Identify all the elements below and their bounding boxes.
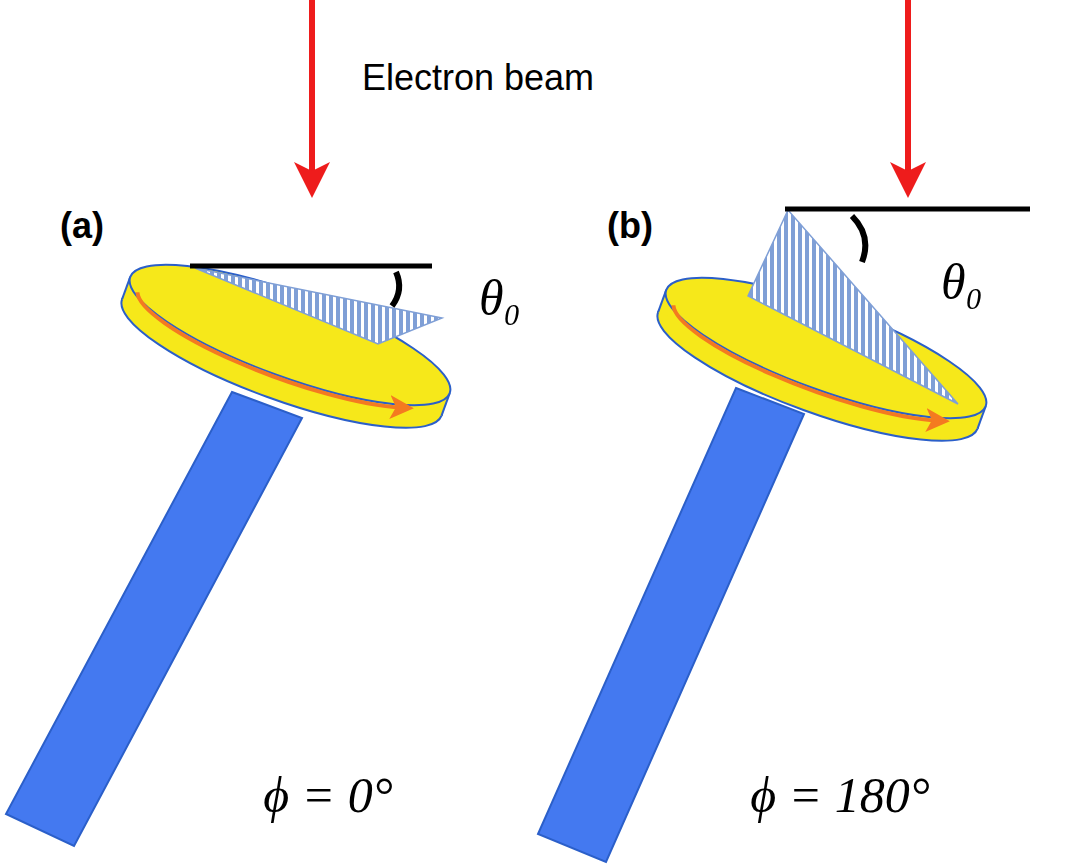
- angle-label: θ₀: [941, 255, 983, 310]
- panel-b: [538, 0, 1030, 862]
- angle-label: θ₀: [479, 271, 521, 326]
- electron-beam-arrow: [309, 0, 315, 180]
- beam-label: Electron beam: [362, 58, 594, 98]
- diffraction-wedge: [195, 268, 442, 344]
- diffraction-wedge: [748, 210, 958, 404]
- panel-label: (b): [607, 206, 653, 246]
- holder-rod: [6, 392, 302, 846]
- panel-a: [6, 0, 464, 846]
- angle-value: ϕ = 180°: [750, 768, 930, 823]
- sample-disk: [108, 237, 464, 455]
- angle-arc: [852, 216, 865, 262]
- angle-arc: [392, 272, 399, 306]
- panel-label: (a): [60, 206, 104, 246]
- electron-beam-arrow: [905, 0, 911, 180]
- reference-line: [190, 264, 432, 269]
- reference-line: [785, 207, 1030, 212]
- angle-value: ϕ = 0°: [263, 768, 393, 823]
